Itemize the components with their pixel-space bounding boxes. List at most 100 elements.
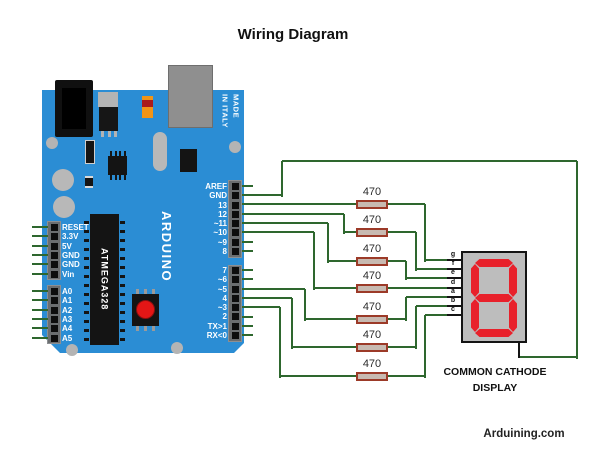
cathode-lead — [518, 342, 520, 358]
wire-pin10-to-seg-d — [242, 231, 314, 233]
pin-label-GND: GND — [62, 259, 80, 269]
display-pin-lead-f — [447, 268, 463, 270]
atmega-pin — [84, 311, 89, 314]
digit-segment-f — [471, 264, 479, 297]
pin-stub — [32, 299, 48, 301]
digit-segment-c — [509, 299, 517, 332]
pin-label-13: 13 — [218, 200, 227, 210]
pin-stub — [32, 327, 48, 329]
display-pin-lead-b — [447, 305, 463, 307]
resonator — [142, 96, 153, 118]
wire-pin5-to-seg-a — [405, 297, 407, 321]
wire-pin5-to-seg-a — [304, 289, 306, 321]
arduino-logo-text: ARDUINO — [159, 211, 174, 283]
display-pin-lead-a — [447, 296, 463, 298]
atmega-pin — [84, 257, 89, 260]
resistor-6 — [356, 342, 388, 352]
wire-pin3-to-seg-c — [424, 315, 426, 378]
mounting-hole — [66, 344, 78, 356]
header-pad — [50, 223, 58, 231]
atmega-pin — [84, 230, 89, 233]
regulator-leg — [107, 131, 111, 137]
resistor-label: 470 — [362, 186, 382, 198]
segment-label-f: f — [451, 260, 455, 267]
wire-gnd-to-cathode — [519, 356, 577, 358]
header-pad — [231, 247, 239, 255]
header-pad — [231, 182, 239, 190]
pin-label-A3: A3 — [62, 314, 73, 324]
voltage-regulator — [99, 107, 118, 131]
resistor-5 — [356, 314, 388, 324]
pin-label-8: 8 — [222, 246, 227, 256]
header-pad — [50, 306, 58, 314]
wire-pin13-to-seg-g — [425, 259, 448, 261]
pin-stub — [32, 318, 48, 320]
wire-gnd-to-cathode — [242, 194, 282, 196]
resistor-label: 470 — [362, 301, 382, 313]
capacitor-round — [52, 169, 74, 191]
header-pad — [231, 201, 239, 209]
seven-segment-display — [461, 251, 527, 343]
atmega-pin — [120, 320, 125, 323]
mounting-hole — [171, 342, 183, 354]
wire-pin3-to-seg-c — [425, 314, 448, 316]
wire-pin4-to-seg-b — [415, 306, 417, 349]
digit-segment-e — [471, 299, 479, 332]
pin-label-A4: A4 — [62, 323, 73, 333]
reset-button-leg — [144, 326, 147, 331]
ic-pin — [114, 175, 117, 180]
atmega-pin — [84, 248, 89, 251]
display-pin-lead-g — [447, 259, 463, 261]
atmega328-label: ATMEGA328 — [99, 248, 110, 311]
atmega-pin — [120, 239, 125, 242]
atmega-pin — [120, 230, 125, 233]
reset-button-leg — [136, 326, 139, 331]
ic-pin — [119, 151, 121, 156]
header-pad — [231, 210, 239, 218]
atmega-pin — [120, 248, 125, 251]
reset-button-leg — [152, 289, 155, 294]
wire-pin4-to-seg-b — [416, 305, 448, 307]
segment-label-a: a — [451, 288, 455, 295]
wire-pin13-to-seg-g — [424, 204, 426, 262]
segment-label-c: c — [451, 306, 455, 313]
pin-label-RX<0: RX<0 — [206, 330, 227, 340]
pin-label-GND: GND — [209, 190, 227, 200]
header-pad — [231, 191, 239, 199]
wire-pin12-to-seg-f — [416, 268, 448, 270]
atmega-pin — [84, 284, 89, 287]
atmega328-chip: ATMEGA328 — [90, 214, 119, 345]
atmega-pin — [120, 311, 125, 314]
regulator-leg — [101, 131, 104, 137]
ic-pin — [114, 151, 117, 156]
header-pad — [50, 296, 58, 304]
resistor-1 — [356, 199, 388, 209]
atmega-pin — [84, 329, 89, 332]
pin-stub — [32, 273, 48, 275]
header-pad — [231, 331, 239, 339]
pin-label-A0: A0 — [62, 286, 73, 296]
pin-stub — [242, 334, 253, 336]
power-jack-opening — [62, 88, 86, 129]
atmega-pin — [120, 338, 125, 341]
header-pad — [231, 322, 239, 330]
ic-pin — [119, 175, 121, 180]
atmega-pin — [120, 275, 125, 278]
wire-pin11-to-seg-e — [405, 261, 407, 280]
pin-stub — [242, 316, 253, 318]
segment-label-e: e — [451, 269, 455, 276]
wire-pin11-to-seg-e — [242, 222, 328, 224]
header-pad — [231, 228, 239, 236]
wire-pin13-to-seg-g — [242, 203, 425, 205]
header-pad — [231, 266, 239, 274]
header-pad — [231, 285, 239, 293]
ic-8pin — [108, 156, 127, 175]
resistor-4 — [356, 283, 388, 293]
pin-stub — [242, 250, 253, 252]
resonator-band — [142, 100, 153, 107]
wire-pin4-to-seg-b — [242, 297, 292, 299]
reset-button-leg — [136, 289, 139, 294]
pin-label-12: 12 — [218, 209, 227, 219]
atmega-pin — [120, 257, 125, 260]
capacitor-round — [53, 196, 75, 218]
